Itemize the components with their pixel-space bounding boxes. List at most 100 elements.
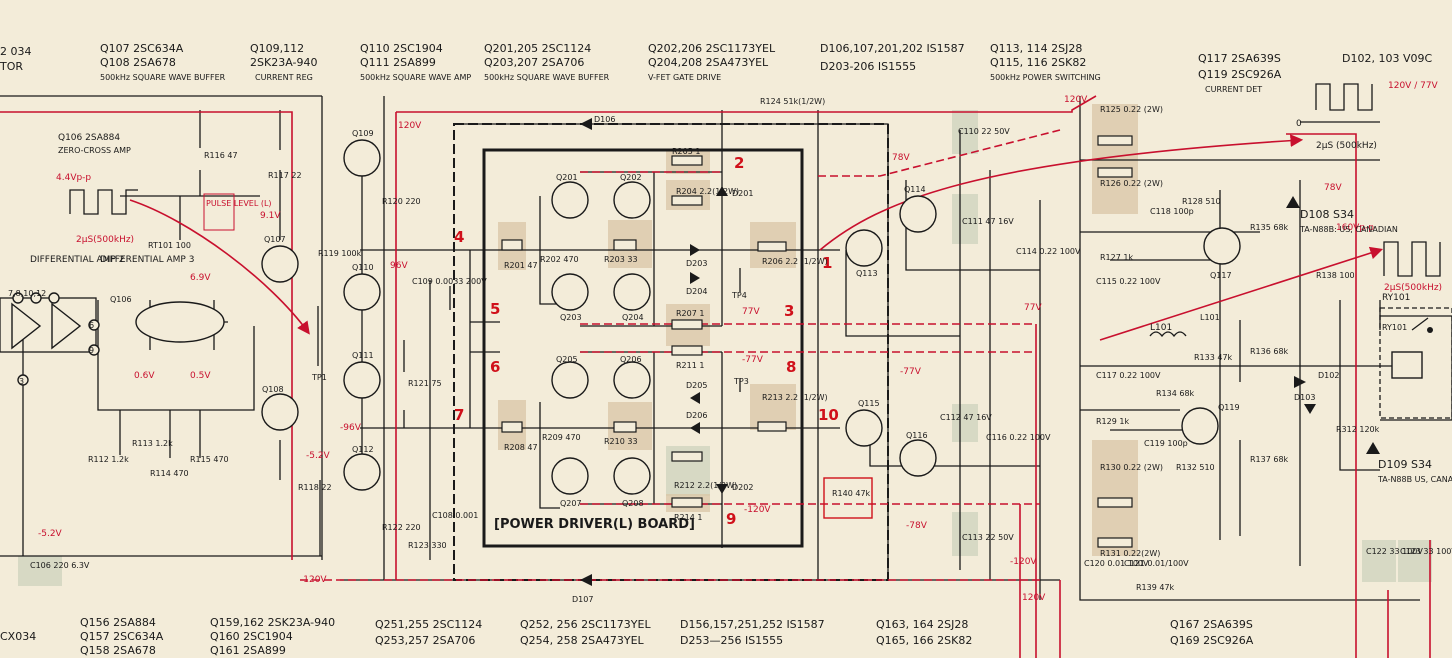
waveform-amplitude: 160Vp-p bbox=[1336, 223, 1374, 233]
resistor-r131 bbox=[1097, 537, 1133, 548]
resistor-r211 bbox=[671, 345, 703, 356]
pin-label: 3 bbox=[19, 377, 24, 386]
header-item: V-FET GATE DRIVE bbox=[648, 73, 721, 82]
voltage-label: 78V bbox=[892, 153, 910, 163]
voltage-label: -5.2V bbox=[306, 451, 331, 461]
tp3-label: TP3 bbox=[733, 377, 749, 386]
footer-item: Q163, 164 2SJ28 bbox=[876, 618, 968, 631]
header-item: Q203,207 2SA706 bbox=[484, 56, 584, 69]
component-label: RY101 bbox=[1382, 323, 1407, 332]
component-label: R118 22 bbox=[298, 483, 332, 492]
header-top: 2 034 TOR Q107 2SC634A Q108 2SA678 500kH… bbox=[0, 42, 1432, 94]
transistor-label: Q116 bbox=[906, 431, 928, 440]
q106-title: Q106 2SA884 bbox=[58, 133, 120, 143]
voltage-label: 77V bbox=[742, 307, 760, 317]
component-label: R132 510 bbox=[1176, 463, 1215, 472]
component-label: C106 220 6.3V bbox=[30, 561, 90, 570]
transistor-label: Q109 bbox=[352, 129, 374, 138]
resistor-r206 bbox=[757, 241, 787, 252]
waveform-zero: 0 bbox=[1296, 119, 1302, 129]
component-labels: R116 47 R117 22 R120 220 R119 100k R121 … bbox=[30, 97, 1452, 592]
component-label: R204 2.2(1/2W) bbox=[676, 187, 739, 196]
component-label: R121 75 bbox=[408, 379, 442, 388]
voltage-label: 9.1V bbox=[260, 211, 281, 221]
test-point-4: 4 bbox=[454, 228, 464, 246]
transistor-q203 bbox=[551, 273, 589, 311]
component-label: R212 2.2(1/2W) bbox=[674, 481, 737, 490]
header-item: D203-206 IS1555 bbox=[820, 60, 916, 73]
transistor-label: Q106 bbox=[110, 295, 132, 304]
diode-d202 bbox=[716, 484, 728, 494]
test-point-7: 7 bbox=[454, 406, 464, 424]
transistor-label: Q107 bbox=[264, 235, 286, 244]
test-point-9: 9 bbox=[726, 510, 736, 528]
transistor-label: Q111 bbox=[352, 351, 374, 360]
header-item: Q110 2SC1904 bbox=[360, 42, 443, 55]
test-point-1: 1 bbox=[822, 254, 832, 272]
component-label: R120 220 bbox=[382, 197, 421, 206]
diode-d206 bbox=[690, 422, 700, 434]
transistor-label: Q208 bbox=[622, 499, 644, 508]
voltage-label: -77V bbox=[742, 355, 764, 365]
component-label: R124 51k(1/2W) bbox=[760, 97, 825, 106]
component-label: R209 470 bbox=[542, 433, 581, 442]
r140-highlight-box bbox=[823, 477, 873, 519]
d108-sublabel: TA-N88B: US, CANADIAN bbox=[1299, 225, 1398, 234]
footer-item: Q156 2SA884 bbox=[80, 616, 156, 629]
component-label: C111 47 16V bbox=[962, 217, 1014, 226]
transistor-label: Q114 bbox=[904, 185, 926, 194]
transistor-q207 bbox=[551, 457, 589, 495]
footer-item: D156,157,251,252 IS1587 bbox=[680, 618, 825, 631]
waveform-3: 160Vp-p 2μS(500kHz) bbox=[1336, 223, 1442, 293]
component-label: D103 bbox=[1294, 393, 1315, 402]
diode-d203 bbox=[690, 244, 700, 256]
diff-amp-3-label: DIFFERENTIAL AMP 3 bbox=[100, 255, 194, 265]
voltage-label: -120V bbox=[744, 505, 771, 515]
header-item: 500kHz SQUARE WAVE BUFFER bbox=[100, 73, 226, 82]
footer-item: Q169 2SC926A bbox=[1170, 634, 1254, 647]
transistor-q106 bbox=[135, 301, 225, 343]
transistor-label: Q108 bbox=[262, 385, 284, 394]
tp1-label: TP1 bbox=[311, 373, 327, 382]
component-label: R131 0.22(2W) bbox=[1100, 549, 1160, 558]
header-item: 2SK23A-940 bbox=[250, 56, 317, 69]
diode-d103 bbox=[1304, 404, 1316, 414]
test-point-10: 10 bbox=[818, 406, 839, 424]
component-label: R207 1 bbox=[676, 309, 704, 318]
voltage-label: 0.6V bbox=[134, 371, 155, 381]
transistor-q119 bbox=[1181, 407, 1219, 445]
tp4-label: TP4 bbox=[731, 291, 747, 300]
diode-label: D205 bbox=[686, 381, 707, 390]
component-label: C112 47 16V bbox=[940, 413, 992, 422]
diode-d201 bbox=[716, 186, 728, 196]
waveform-period: 2μS(500kHz) bbox=[76, 235, 134, 245]
transistor-q107 bbox=[261, 245, 299, 283]
component-label: D102 bbox=[1318, 371, 1339, 380]
component-label: R122 220 bbox=[382, 523, 421, 532]
header-item: CURRENT DET bbox=[1205, 85, 1262, 94]
differential-amps: 6 9 3 7,8,10,12 DIFFERENTIAL AMP 2 DIFFE… bbox=[0, 255, 194, 386]
resistor-r210 bbox=[613, 421, 637, 433]
component-label: R130 0.22 (2W) bbox=[1100, 463, 1163, 472]
footer-item: Q167 2SA639S bbox=[1170, 618, 1253, 631]
header-item: Q117 2SA639S bbox=[1198, 52, 1281, 65]
header-item: Q109,112 bbox=[250, 42, 304, 55]
footer-item: Q161 2SA899 bbox=[210, 644, 286, 657]
voltage-label: 120V bbox=[398, 121, 422, 131]
transistor-q202 bbox=[613, 181, 651, 219]
transistor-q115 bbox=[845, 409, 883, 447]
header-item: CURRENT REG bbox=[255, 73, 313, 82]
header-item: 500kHz SQUARE WAVE BUFFER bbox=[484, 73, 610, 82]
footer-item: Q157 2SC634A bbox=[80, 630, 164, 643]
relay-coil bbox=[1391, 351, 1423, 379]
component-label: R205 1 bbox=[672, 147, 700, 156]
component-label: C109 0.0033 200V bbox=[412, 277, 487, 286]
voltage-label: -77V bbox=[900, 367, 922, 377]
diode-labels: D106 D107 D201 D202 D203 D204 D205 D206 bbox=[572, 115, 753, 604]
voltage-label: 120V bbox=[1022, 593, 1046, 603]
component-label: C113 22 50V bbox=[962, 533, 1014, 542]
header-item: Q201,205 2SC1124 bbox=[484, 42, 591, 55]
resistor-r125 bbox=[1097, 135, 1133, 146]
relay-label: RY101 bbox=[1382, 293, 1410, 303]
